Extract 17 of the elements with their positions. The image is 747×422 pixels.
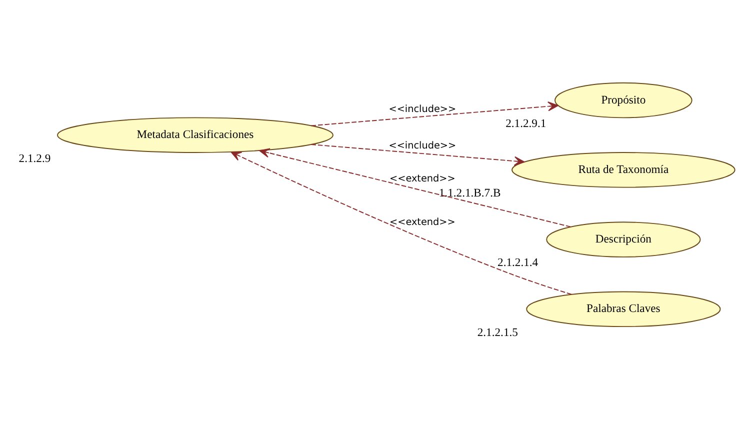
node-ellipse: Palabras Claves bbox=[526, 291, 721, 328]
node-label: 2.1.2.9 bbox=[18, 152, 51, 165]
node-ellipse: Metadata Clasificaciones bbox=[57, 117, 334, 153]
arrow bbox=[259, 148, 571, 228]
edge-label: <<extend>> bbox=[390, 174, 456, 185]
node-label: 2.1.2.9.1 bbox=[506, 116, 546, 130]
node-label: 2.1.2.1.4 bbox=[498, 256, 538, 270]
arrow bbox=[310, 144, 525, 166]
edge-label: <<extend>> bbox=[390, 217, 456, 228]
node-ellipse: Propósito bbox=[554, 82, 692, 118]
edge-label: <<include>> bbox=[388, 140, 456, 152]
arrow bbox=[310, 102, 558, 126]
node-ellipse: Descripción bbox=[546, 222, 701, 258]
node-label: 2.1.2.1.5 bbox=[477, 326, 518, 339]
arrow bbox=[230, 152, 572, 295]
node-label: 1.1.2.1.B.7.B bbox=[438, 186, 501, 200]
edge-label: <<include>> bbox=[388, 104, 456, 115]
